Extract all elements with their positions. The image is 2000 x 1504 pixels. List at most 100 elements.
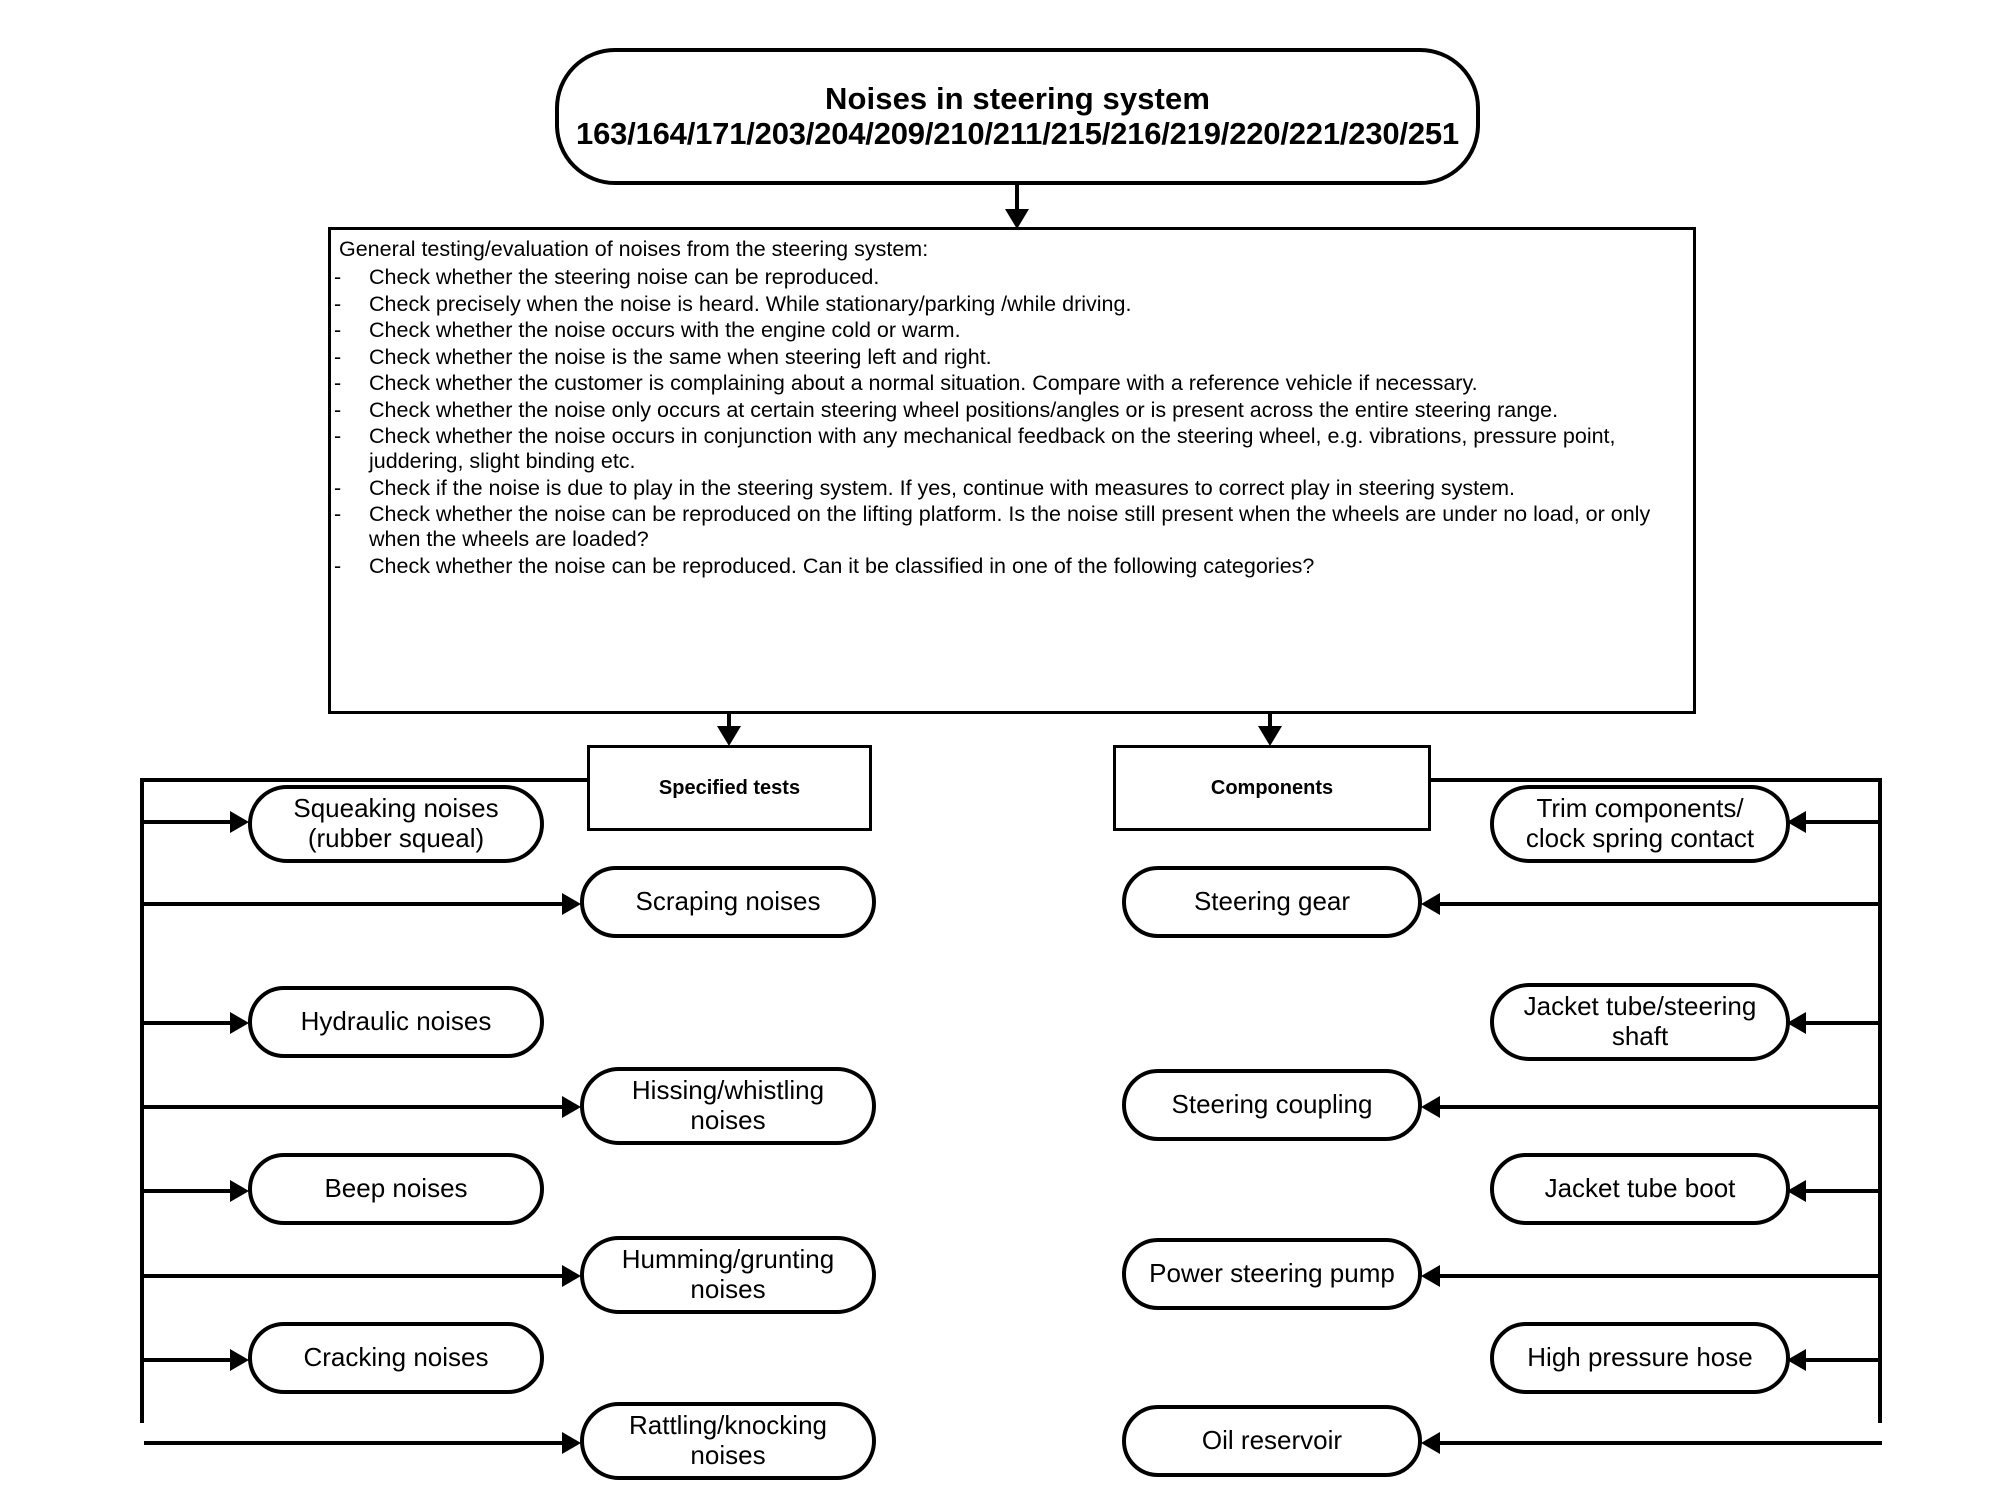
- node-scraping-noises: Scraping noises: [580, 866, 876, 938]
- general-testing-box: General testing/evaluation of noises fro…: [328, 227, 1696, 714]
- node-beep-noises: Beep noises: [248, 1153, 544, 1225]
- node-high-pressure-hose-label: High pressure hose: [1527, 1342, 1753, 1373]
- title-node: Noises in steering system 163/164/171/20…: [555, 48, 1480, 185]
- node-trim-line1: Trim components/: [1536, 793, 1744, 824]
- arrow-hydraulic: [230, 1012, 249, 1034]
- arrow-oil-reservoir: [1421, 1432, 1440, 1454]
- arrow-steering-gear: [1421, 893, 1440, 915]
- node-steering-gear-label: Steering gear: [1193, 886, 1351, 917]
- arrow-high-pressure-hose: [1787, 1349, 1806, 1371]
- node-hissing-line1: Hissing/whistling: [631, 1075, 825, 1106]
- node-rattling-line2: noises: [690, 1440, 766, 1470]
- branch-line-beep: [144, 1189, 234, 1193]
- arrow-beep: [230, 1180, 249, 1202]
- node-cracking-label: Cracking noises: [303, 1342, 489, 1373]
- node-hydraulic-noises: Hydraulic noises: [248, 986, 544, 1058]
- node-steering-coupling-label: Steering coupling: [1171, 1089, 1373, 1120]
- arrow-humming: [562, 1265, 581, 1287]
- branch-line-cracking: [144, 1358, 234, 1362]
- title-line-1: Noises in steering system: [825, 80, 1210, 116]
- general-testing-item: Check whether the noise can be reproduce…: [334, 554, 1683, 579]
- node-steering-gear: Steering gear: [1122, 866, 1422, 938]
- node-steering-coupling: Steering coupling: [1122, 1069, 1422, 1141]
- left-frame-top-edge: [140, 778, 590, 782]
- node-oil-reservoir: Oil reservoir: [1122, 1405, 1422, 1477]
- arrow-squeaking: [230, 811, 249, 833]
- general-testing-item: Check whether the noise occurs in conjun…: [334, 424, 1683, 474]
- title-line-2: 163/164/171/203/204/209/210/211/215/216/…: [576, 115, 1459, 151]
- arrow-trim-components: [1787, 811, 1806, 833]
- node-jacket-shaft-line1: Jacket tube/steering: [1523, 991, 1757, 1022]
- node-squeaking-line1: Squeaking noises: [293, 793, 499, 824]
- node-humming-line2: noises: [690, 1274, 766, 1304]
- node-squeaking-line2: (rubber squeal): [307, 823, 485, 853]
- node-hydraulic-label: Hydraulic noises: [300, 1006, 492, 1037]
- branch-line-hydraulic: [144, 1021, 234, 1025]
- node-rattling-line1: Rattling/knocking: [629, 1410, 827, 1441]
- general-testing-item: Check whether the customer is complainin…: [334, 371, 1683, 396]
- node-hissing-line2: noises: [690, 1105, 766, 1135]
- general-testing-item: Check whether the noise can be reproduce…: [334, 502, 1683, 552]
- right-frame-trunk: [1878, 778, 1882, 1423]
- node-jacket-tube-steering-shaft: Jacket tube/steering shaft: [1490, 983, 1790, 1061]
- node-humming-grunting-noises: Humming/grunting noises: [580, 1236, 876, 1314]
- connector-title-to-general: [1015, 185, 1019, 213]
- branch-line-power-steering-pump: [1440, 1274, 1882, 1278]
- node-beep-label: Beep noises: [324, 1173, 468, 1204]
- arrow-rattling: [562, 1432, 581, 1454]
- node-trim-components-clock-spring: Trim components/ clock spring contact: [1490, 785, 1790, 863]
- branch-line-jacket-tube-boot: [1806, 1189, 1882, 1193]
- node-cracking-noises: Cracking noises: [248, 1322, 544, 1394]
- branch-line-trim-components: [1806, 820, 1882, 824]
- general-testing-item: Check whether the steering noise can be …: [334, 265, 1683, 290]
- branch-line-rattling: [144, 1441, 566, 1445]
- components-header-box: Components: [1113, 745, 1431, 831]
- connector-general-to-components: [1268, 714, 1272, 730]
- arrow-general-to-components: [1258, 726, 1282, 746]
- node-power-steering-pump: Power steering pump: [1122, 1238, 1422, 1310]
- arrow-power-steering-pump: [1421, 1265, 1440, 1287]
- node-power-steering-pump-label: Power steering pump: [1149, 1258, 1395, 1289]
- specified-tests-label: Specified tests: [658, 776, 801, 799]
- arrow-jacket-tube-boot: [1787, 1180, 1806, 1202]
- connector-general-to-specified-tests: [727, 714, 731, 730]
- node-jacket-shaft-line2: shaft: [1611, 1021, 1669, 1051]
- left-frame-trunk: [140, 778, 144, 1423]
- arrow-steering-coupling: [1421, 1096, 1440, 1118]
- node-trim-line2: clock spring contact: [1525, 823, 1755, 853]
- node-squeaking-noises: Squeaking noises (rubber squeal): [248, 785, 544, 863]
- arrow-scraping: [562, 893, 581, 915]
- arrow-hissing: [562, 1096, 581, 1118]
- branch-line-steering-gear: [1440, 902, 1882, 906]
- node-scraping-label: Scraping noises: [635, 886, 821, 917]
- branch-line-scraping: [144, 902, 566, 906]
- branch-line-hissing: [144, 1105, 566, 1109]
- node-jacket-tube-boot-label: Jacket tube boot: [1544, 1173, 1736, 1204]
- general-testing-item: Check precisely when the noise is heard.…: [334, 292, 1683, 317]
- node-hissing-whistling-noises: Hissing/whistling noises: [580, 1067, 876, 1145]
- arrow-jacket-tube-shaft: [1787, 1012, 1806, 1034]
- node-jacket-tube-boot: Jacket tube boot: [1490, 1153, 1790, 1225]
- node-high-pressure-hose: High pressure hose: [1490, 1322, 1790, 1394]
- general-testing-item: Check whether the noise only occurs at c…: [334, 398, 1683, 423]
- branch-line-jacket-tube-shaft: [1806, 1021, 1882, 1025]
- general-testing-list: Check whether the steering noise can be …: [334, 265, 1683, 579]
- general-testing-item: Check whether the noise occurs with the …: [334, 318, 1683, 343]
- arrow-general-to-specified-tests: [717, 726, 741, 746]
- general-testing-heading: General testing/evaluation of noises fro…: [339, 237, 929, 261]
- arrow-title-to-general: [1005, 209, 1029, 229]
- branch-line-high-pressure-hose: [1806, 1358, 1882, 1362]
- specified-tests-header-box: Specified tests: [587, 745, 872, 831]
- general-testing-item: Check if the noise is due to play in the…: [334, 476, 1683, 501]
- node-rattling-knocking-noises: Rattling/knocking noises: [580, 1402, 876, 1480]
- branch-line-humming: [144, 1274, 566, 1278]
- arrow-cracking: [230, 1349, 249, 1371]
- branch-line-steering-coupling: [1440, 1105, 1882, 1109]
- general-testing-item: Check whether the noise is the same when…: [334, 345, 1683, 370]
- right-frame-top-edge: [1428, 778, 1882, 782]
- node-humming-line1: Humming/grunting: [621, 1244, 835, 1275]
- components-label: Components: [1210, 776, 1334, 799]
- branch-line-oil-reservoir: [1440, 1441, 1882, 1445]
- node-oil-reservoir-label: Oil reservoir: [1201, 1425, 1343, 1456]
